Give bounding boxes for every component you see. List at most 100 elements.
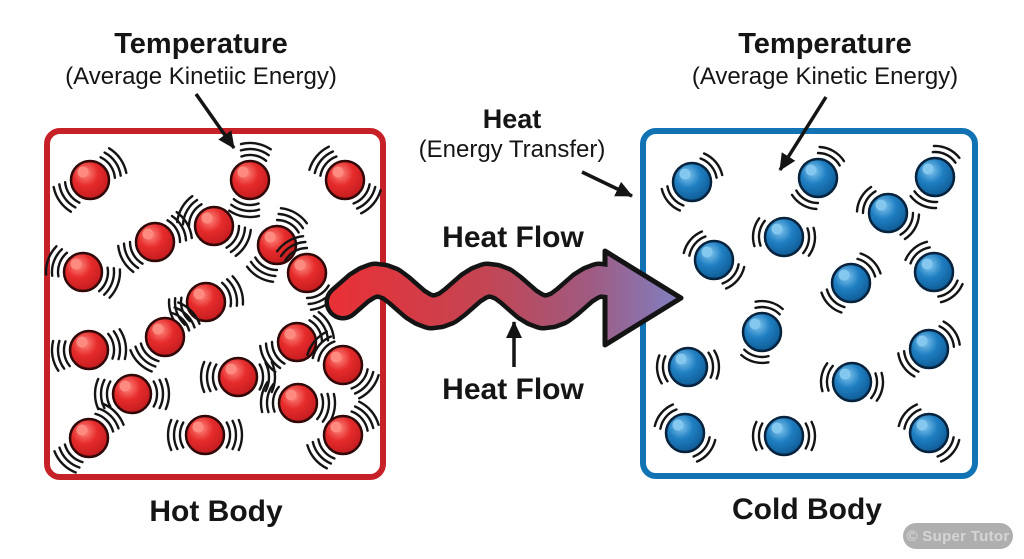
vibration-arc	[284, 246, 309, 262]
vibration-arc	[103, 151, 122, 177]
ball-highlight	[749, 318, 761, 330]
vibration-arc	[350, 410, 369, 432]
ball-highlight	[672, 419, 684, 431]
watermark-text: © Super Tutor	[906, 527, 1010, 545]
vibration-arc	[118, 328, 128, 361]
vibration-arc	[52, 185, 73, 213]
cold-particles-layer	[653, 144, 964, 463]
vibration-arc	[231, 419, 238, 451]
vibration-arc	[350, 368, 369, 390]
vibration-arc	[937, 279, 959, 298]
vibration-arc	[358, 400, 380, 426]
hot-particle-ball	[324, 159, 366, 201]
vibration-arc	[795, 189, 820, 205]
vibration-arc	[225, 224, 241, 249]
vibration-arc	[53, 450, 77, 474]
ball-highlight	[771, 223, 783, 235]
vibration-arc	[275, 235, 305, 253]
ball-highlight	[330, 351, 342, 363]
vibration-arc	[754, 305, 781, 316]
vibration-arc	[264, 361, 271, 393]
vibration-arc	[220, 281, 233, 308]
vibration-arc	[56, 339, 66, 370]
vibration-arc	[897, 403, 919, 428]
vibration-arc	[902, 350, 920, 373]
vibration-arc	[129, 349, 153, 373]
vibration-arc	[825, 288, 846, 309]
heat-flow-wavy-arrow	[324, 248, 684, 348]
ball-highlight	[838, 269, 850, 281]
ball-highlight	[701, 246, 713, 258]
vibration-arc	[62, 340, 71, 368]
vibration-arc	[897, 352, 916, 378]
ball-highlight	[916, 419, 928, 431]
hot-particle	[52, 147, 128, 213]
vibration-arc	[816, 151, 841, 167]
heat-subtitle: (Energy Transfer)	[418, 136, 606, 163]
cold-temperature-pointer-arrow	[778, 96, 828, 171]
ball-highlight	[875, 199, 887, 211]
vibration-arc	[699, 157, 718, 179]
vibration-arc	[50, 248, 64, 277]
vibration-arc	[230, 203, 261, 213]
vibration-arc	[820, 291, 843, 314]
vibration-arc	[810, 420, 817, 452]
vibration-arc	[63, 181, 81, 204]
hot-particle-ball	[184, 414, 226, 456]
cold-particle-ball	[664, 412, 706, 454]
cold-particle	[820, 252, 882, 314]
ball-highlight	[264, 231, 276, 243]
vibration-arc	[97, 266, 110, 293]
heat-label: Heat (Energy Transfer)	[419, 104, 606, 165]
ball-highlight	[332, 166, 344, 178]
vibration-arc	[270, 360, 277, 394]
hot-particle-ball	[256, 224, 298, 266]
vibration-arc	[903, 213, 921, 241]
hot-particle	[50, 328, 128, 372]
ball-highlight	[294, 259, 306, 271]
vibration-arc	[237, 418, 244, 452]
vibration-arc	[932, 144, 961, 160]
ball-highlight	[839, 368, 851, 380]
cold-particle-ball	[693, 239, 735, 281]
vibration-arc	[58, 446, 81, 469]
vibration-arc	[277, 212, 305, 230]
cold-particle-ball	[867, 192, 909, 234]
ball-highlight	[675, 353, 687, 365]
hot-particle	[308, 145, 382, 215]
vibration-arc	[909, 246, 931, 265]
cold-particle-ball	[763, 216, 805, 258]
vibration-arc	[653, 403, 675, 428]
cold-temperature-title: Temperature	[738, 28, 912, 60]
vibration-arc	[245, 265, 275, 283]
ball-highlight	[152, 323, 164, 335]
vibration-arc	[692, 436, 711, 458]
vibration-arc	[855, 185, 873, 213]
heat-title: Heat	[482, 104, 542, 134]
vibration-arc	[317, 310, 335, 340]
ball-highlight	[921, 258, 933, 270]
vibration-arc	[108, 268, 122, 299]
ball-highlight	[922, 163, 934, 175]
hot-particle	[306, 330, 380, 400]
vibration-arc	[936, 436, 955, 458]
vibration-arc	[942, 320, 961, 346]
hot-particle-ball	[217, 356, 259, 398]
vibration-arc	[807, 226, 817, 257]
vibration-arc	[99, 156, 117, 179]
ball-highlight	[70, 258, 82, 270]
hot-particle	[306, 400, 380, 470]
vibration-arc	[352, 183, 371, 205]
vibration-arc	[790, 193, 818, 211]
vibration-arc	[181, 198, 199, 226]
vibration-arc	[63, 443, 84, 464]
vibration-arc	[164, 377, 171, 411]
hot-particle-ball	[62, 251, 104, 293]
cold-particle	[904, 240, 964, 304]
vibration-arc	[105, 380, 112, 408]
vibration-arc	[258, 363, 265, 391]
vibration-arc	[904, 240, 929, 262]
ball-highlight	[916, 335, 928, 347]
heat-flow-label-bottom: Heat Flow	[442, 373, 584, 406]
ball-highlight	[142, 228, 154, 240]
